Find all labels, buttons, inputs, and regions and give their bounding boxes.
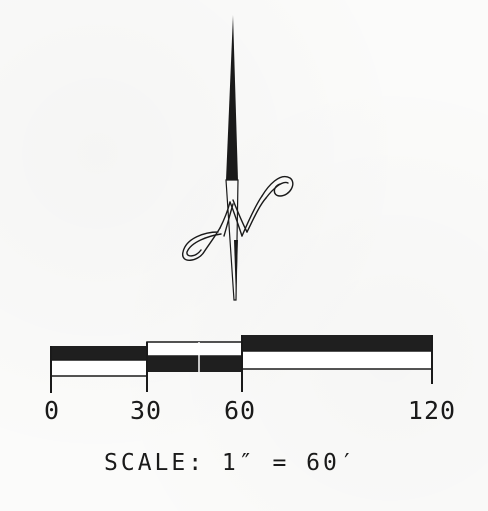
scale-segment-0-30-bottom: [50, 359, 148, 377]
scale-segment-60-120-bottom: [241, 350, 433, 370]
north-letter-n-icon: [182, 175, 294, 261]
north-arrow-lower-needle-shade: [234, 240, 238, 300]
scale-segment-0-30-top: [51, 346, 147, 360]
scale-tick-label-0: 0: [43, 396, 61, 425]
scale-tick-label-60: 60: [223, 396, 257, 425]
scale-segment-60-120-top: [242, 335, 432, 351]
scale-tick-label-30: 30: [129, 396, 163, 425]
north-arrow-upper-needle: [226, 15, 238, 180]
scale-caption: SCALE: 1″ = 60′: [104, 450, 357, 476]
scale-bar: [50, 335, 433, 393]
scale-segment-30-60-top: [146, 341, 243, 357]
scale-tick-label-120: 120: [407, 396, 457, 425]
scale-segment-30-60-bottom: [147, 356, 242, 372]
north-arrow: [182, 15, 294, 301]
